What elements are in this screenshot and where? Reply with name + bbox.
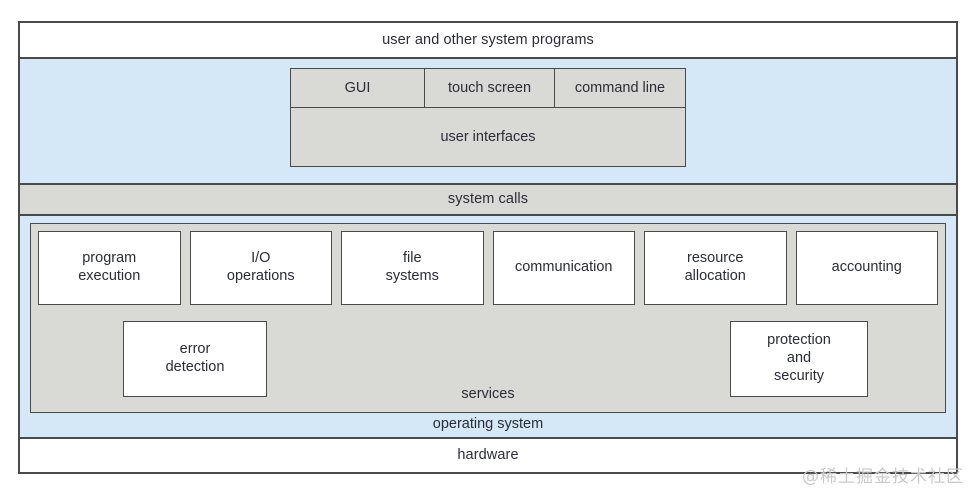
user-programs-label: user and other system programs [382,31,594,48]
service-communication: communication [492,231,635,305]
user-interface-modes-row: GUI touch screen command line [290,68,686,108]
service-accounting: accounting [795,231,938,305]
service-communication-label: communication [514,259,613,276]
operating-system-caption: operating system [20,411,956,437]
services-label-wrapper: services [31,386,945,402]
layer-hardware: hardware [20,439,956,472]
ui-mode-touch-screen-label: touch screen [447,80,532,96]
ui-mode-gui: GUI [291,69,424,107]
user-interfaces-box: user interfaces [290,108,686,167]
user-interfaces-stack: GUI touch screen command line user inter… [290,68,686,167]
service-accounting-label: accounting [831,259,902,276]
layer-user-and-system-programs: user and other system programs [20,23,956,59]
ui-mode-gui-label: GUI [344,80,371,96]
services-label: services [461,386,515,402]
ui-mode-touch-screen: touch screen [424,69,555,107]
user-interfaces-label: user interfaces [440,129,536,145]
ui-mode-command-line-label: command line [574,80,666,96]
layer-user-interfaces-zone: GUI touch screen command line user inter… [20,59,956,185]
layer-system-calls: system calls [20,185,956,216]
operating-system-label: operating system [432,416,544,432]
hardware-label: hardware [457,447,519,464]
system-calls-label: system calls [447,191,529,208]
os-architecture-diagram: user and other system programs GUI touch… [18,21,958,474]
ui-mode-command-line: command line [555,69,685,107]
